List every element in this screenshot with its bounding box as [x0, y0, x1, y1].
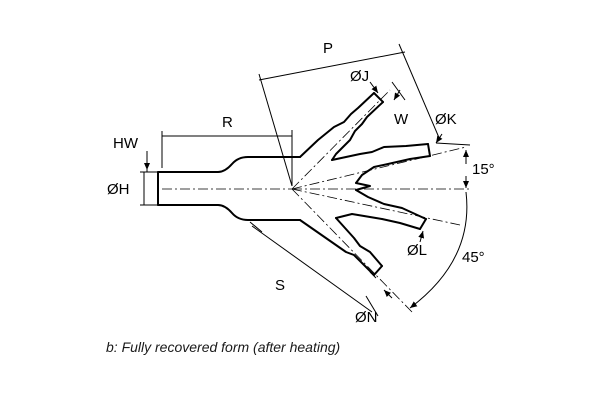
upper-leg-end [373, 92, 384, 103]
s-ext-left [249, 221, 263, 233]
label-k: ØK [435, 111, 457, 128]
dimension-lines [140, 43, 471, 317]
label-angle-45: 45° [462, 249, 485, 266]
label-j: ØJ [350, 68, 369, 85]
axis-lower-leg [291, 188, 413, 313]
main-tube-lower-edge [157, 204, 301, 221]
upper-leg [299, 92, 384, 161]
s-ext-right [365, 295, 379, 317]
upper-right-leg [331, 143, 431, 184]
lower-leg [299, 217, 383, 276]
label-hw: HW [113, 135, 139, 152]
dimension-labels: P R S HW ØH ØJ W ØK 15° ØL 45° ØN [107, 40, 495, 326]
axis-15-upper [291, 146, 467, 190]
figure-caption: b: Fully recovered form (after heating) [106, 339, 341, 355]
axis-upper-leg [291, 89, 391, 190]
label-angle-15: 15° [472, 161, 495, 178]
label-n: ØN [355, 309, 378, 326]
p-ext-right [398, 43, 441, 141]
angle-45-arc [409, 191, 468, 309]
p-ext-left [258, 73, 293, 187]
label-p: P [323, 40, 333, 57]
label-h: ØH [107, 181, 130, 198]
upper-right-leg-end [427, 143, 431, 157]
label-w: W [394, 111, 409, 128]
p-dim-line [258, 51, 406, 81]
k-ext [435, 142, 471, 146]
n-arrow [383, 289, 393, 299]
w-ext [391, 81, 406, 101]
label-s: S [275, 277, 285, 294]
lower-right-leg-end [419, 218, 427, 230]
main-tube-upper-edge [157, 156, 301, 173]
label-l: ØL [407, 242, 427, 259]
lower-leg-end [373, 265, 383, 276]
j-leader [369, 81, 379, 94]
s-dim-line [251, 225, 373, 313]
l-leader [418, 230, 425, 243]
lower-right-leg [335, 189, 427, 230]
boot-outline [157, 92, 431, 276]
center-lines [162, 89, 470, 313]
axis-15-lower [291, 188, 461, 226]
label-r: R [222, 114, 233, 131]
k-leader [435, 133, 443, 144]
n-leader-upper [369, 271, 377, 279]
